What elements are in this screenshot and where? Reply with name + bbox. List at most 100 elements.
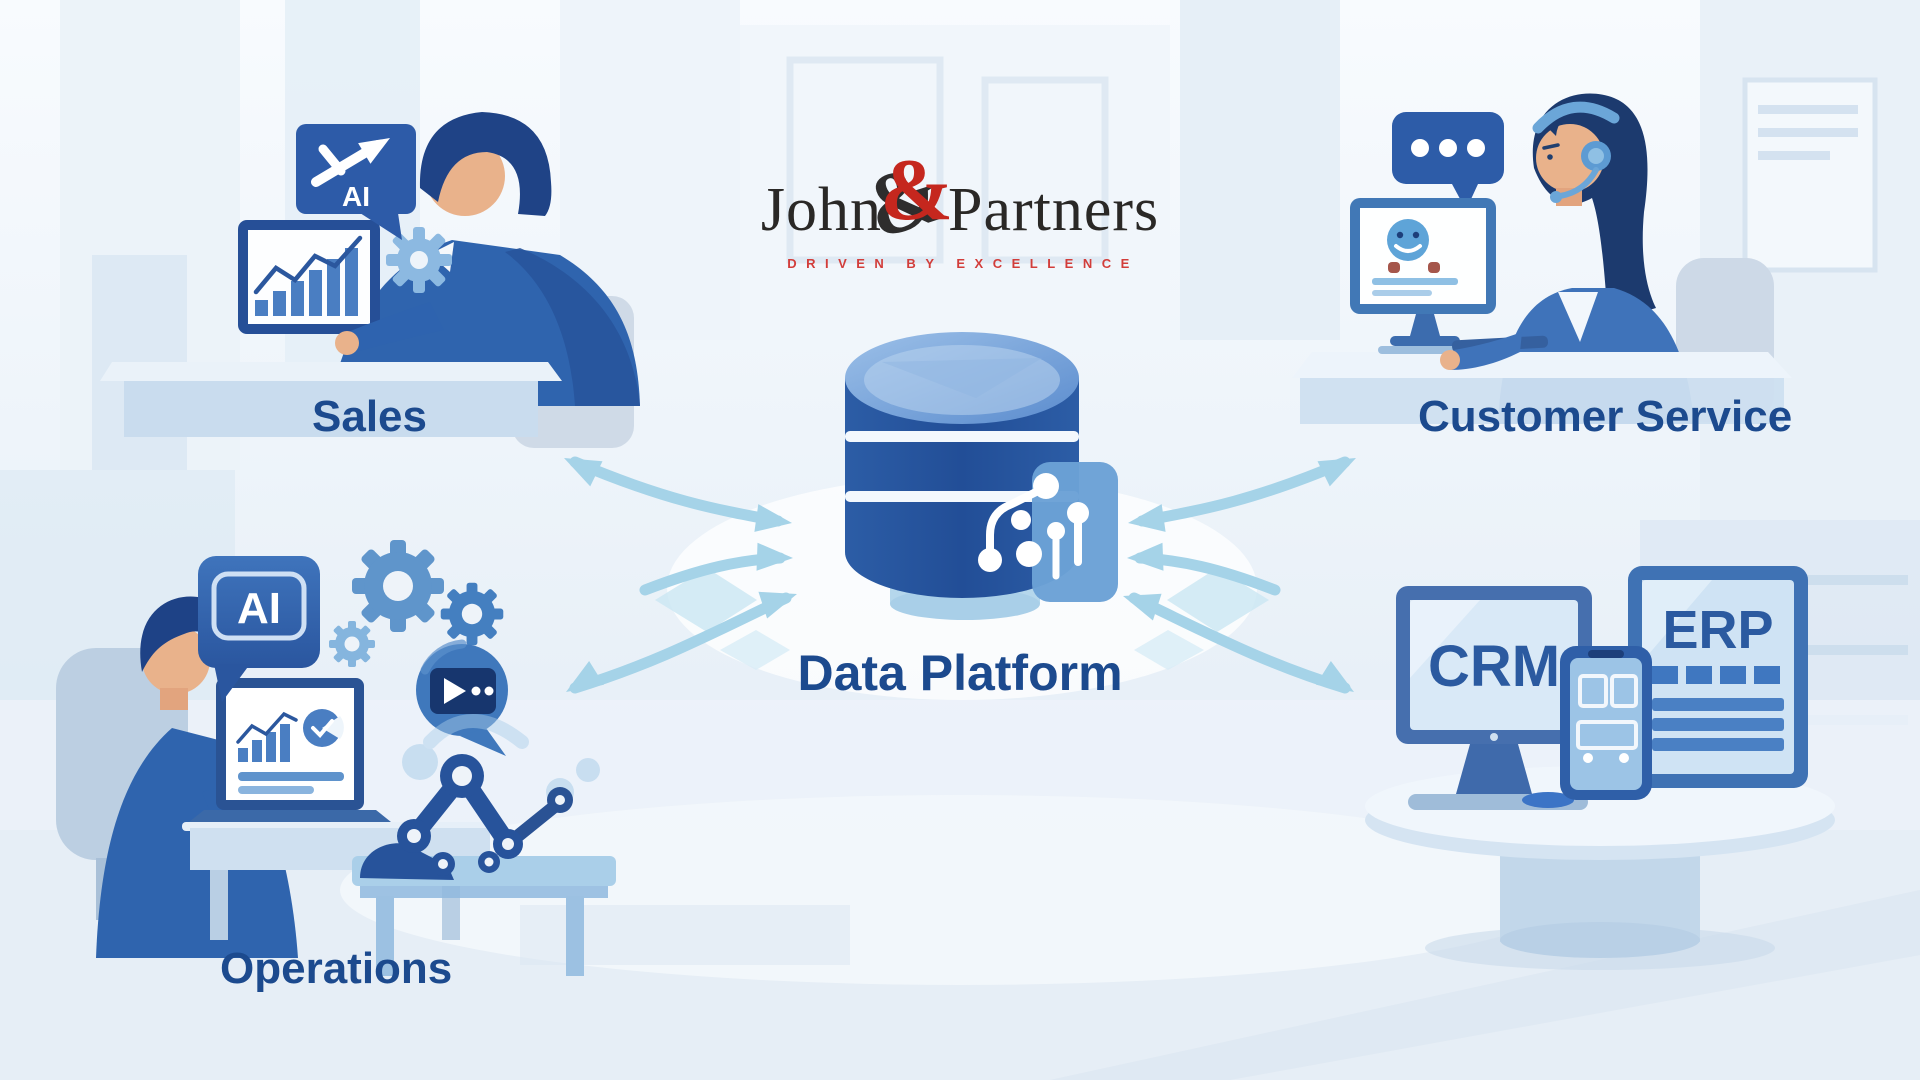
robot-joint-hole — [407, 829, 421, 843]
phone-panel — [1576, 720, 1638, 750]
chat-dot — [1439, 139, 1457, 157]
brand-name: John & & Partners — [760, 143, 1160, 258]
silhouette-circle — [402, 744, 438, 780]
cs-person-brow — [1542, 143, 1560, 150]
erp-screen-shine — [1642, 580, 1712, 662]
cs-monitor-stand — [1410, 314, 1440, 336]
bar — [238, 748, 248, 762]
arrow-head-operations — [566, 661, 604, 692]
connection-arrows — [564, 456, 1356, 694]
ai-badge-icon: AI — [296, 124, 416, 240]
bar — [252, 740, 262, 762]
erp-row — [1652, 738, 1784, 751]
headset-mic-arm — [1557, 167, 1599, 199]
robot-wheel-hole — [438, 859, 448, 869]
monitor-icon: CRM — [1396, 586, 1592, 810]
cs-person-hand — [1440, 350, 1460, 370]
cs-person-eye — [1547, 154, 1553, 160]
pie-chart-icon — [303, 709, 344, 747]
arrow-head-to-hub — [1123, 593, 1162, 621]
bar — [291, 281, 304, 316]
cs-desk-top — [1292, 352, 1792, 378]
headset-band — [1532, 101, 1620, 134]
graph-node — [1016, 541, 1042, 567]
bg-pillar-mid-right — [1180, 0, 1340, 340]
ampersand-red-glyph: & — [879, 142, 954, 239]
phone-shadow-swoosh — [1522, 792, 1574, 808]
operations-ai-badge-text: AI — [237, 584, 281, 633]
sales-person-hair — [419, 112, 552, 216]
smiley-eye — [1412, 231, 1420, 239]
smiley-icon — [1387, 219, 1429, 261]
erp-label: ERP — [1662, 600, 1773, 660]
git-graph-icon — [978, 473, 1089, 580]
database-icon — [845, 332, 1118, 620]
cs-monitor-base — [1390, 336, 1460, 346]
brand-name-second: Partners — [947, 176, 1160, 244]
arrow-cross — [318, 144, 346, 176]
arrow-head-customer — [1317, 458, 1356, 487]
headset-icon — [1532, 101, 1620, 203]
burst-diamond — [655, 568, 757, 632]
bar — [255, 300, 268, 316]
sales-desk-top — [100, 362, 562, 381]
db-band — [845, 431, 1079, 442]
erp-tile — [1754, 666, 1780, 684]
brand-name-first: John — [760, 176, 882, 244]
data-platform-hub — [655, 332, 1269, 700]
robot-base — [360, 843, 454, 880]
phone-app-icon — [1578, 674, 1608, 708]
robot-joint-hole — [502, 838, 514, 850]
phone-dot — [1619, 753, 1629, 763]
operations-label: Operations — [220, 944, 453, 993]
smiley-hand — [1388, 262, 1400, 273]
gear-icon — [386, 227, 452, 293]
sales-scene: AI — [100, 112, 640, 448]
sales-ai-badge-text: AI — [342, 181, 370, 212]
screen-text-line — [238, 772, 344, 781]
growth-arrow-icon — [311, 138, 390, 187]
robot-joint-hole — [452, 766, 472, 786]
bg-window-frame — [981, 76, 1109, 264]
bg-board-line — [1758, 105, 1858, 114]
play-bubble-icon — [416, 639, 508, 756]
gear-hole — [344, 636, 360, 652]
brand-ampersand-mark: & & — [855, 143, 955, 258]
ai-bubble-tail — [214, 664, 250, 702]
ai-bubble-tail — [360, 213, 402, 240]
chat-bubble-tail — [1452, 184, 1478, 210]
arrow-head-to-hub — [1128, 504, 1166, 532]
bar — [266, 732, 276, 762]
gear-hole — [383, 571, 413, 601]
operations-scene: AI — [56, 540, 616, 976]
brand-tagline: DRIVEN BY EXCELLENCE — [787, 256, 1139, 271]
bar-chart-icon — [255, 248, 358, 316]
arrow-head-systems — [1316, 661, 1354, 692]
graph-branch — [986, 488, 1040, 564]
gear-hole — [410, 251, 428, 269]
ops-laptop — [184, 678, 396, 826]
bar-chart-icon — [238, 724, 290, 762]
graph-node — [978, 548, 1002, 572]
play-dot — [484, 686, 494, 696]
smiley-smile — [1394, 244, 1422, 253]
db-top-facet — [882, 358, 1042, 398]
silhouette-circle — [576, 758, 600, 782]
graph-pin — [1067, 502, 1089, 524]
crm-monitor-screen — [1410, 600, 1578, 730]
cs-person-face — [1536, 124, 1604, 192]
sales-desk-front — [124, 381, 538, 437]
pie-check — [311, 719, 334, 738]
gear-icon — [329, 621, 375, 667]
bg-board-line — [1758, 128, 1858, 137]
bar — [273, 291, 286, 316]
robot-joint-hole — [555, 795, 565, 805]
brand-logo: John & & Partners DRIVEN BY EXCELLENCE — [760, 143, 1160, 271]
headset-mic — [1550, 191, 1562, 203]
bg-window-frame — [786, 56, 944, 264]
tablet-icon: ERP — [1628, 566, 1808, 788]
graph-node — [1033, 473, 1059, 499]
ops-desk-leg — [210, 870, 228, 940]
smiley-hand — [1428, 262, 1440, 273]
